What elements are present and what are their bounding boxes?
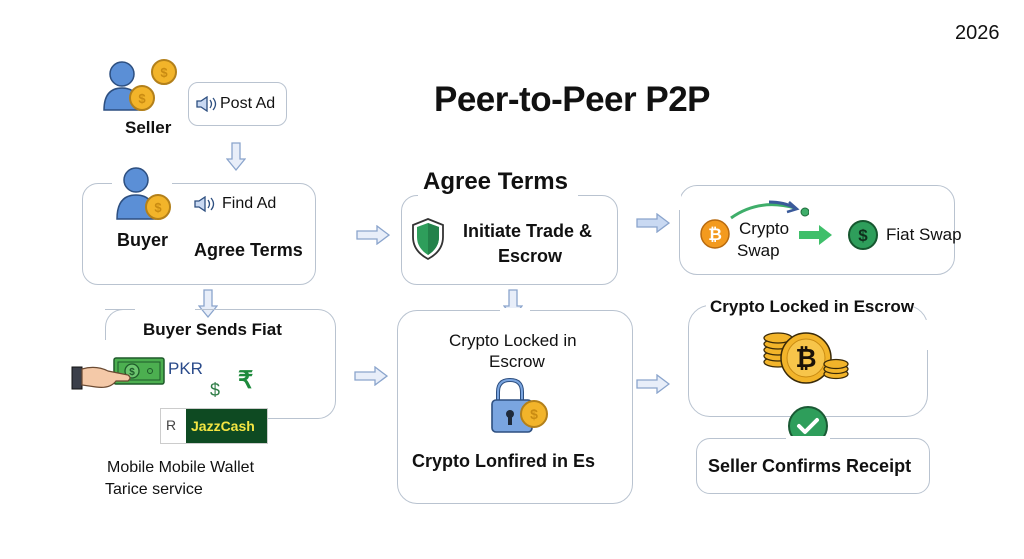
bitcoin-icon: ₿: [700, 219, 730, 249]
crypto-swap-line2: Swap: [737, 241, 780, 260]
jazzcash-logo: R JazzCash: [160, 408, 268, 444]
arrow-right-icon: [354, 366, 388, 386]
seller-confirms-label: Seller Confirms Receipt: [708, 456, 912, 476]
dollar-coin-icon: $: [848, 220, 878, 250]
lock-coin-icon: $: [491, 378, 548, 433]
wallet-caption-1: Mobile Mobile Wallet: [107, 459, 255, 476]
jazzcash-label: JazzCash: [191, 418, 255, 434]
agree-terms-label: Agree Terms: [194, 240, 303, 260]
initiate-trade-line2: Escrow: [498, 246, 563, 266]
svg-text:$: $: [160, 65, 168, 80]
post-ad-label: Post Ad: [220, 95, 276, 112]
svg-text:₿: ₿: [795, 344, 816, 374]
dollar-symbol: $: [210, 380, 221, 400]
svg-text:$: $: [129, 367, 135, 378]
seller-label: Seller: [125, 118, 172, 137]
svg-text:₿: ₿: [708, 225, 722, 245]
arrow-right-icon: [356, 225, 390, 245]
escrow-heading: Crypto Locked in Escrow: [710, 297, 915, 316]
fiat-swap-label: Fiat Swap: [886, 225, 962, 244]
page-title: Peer-to-Peer P2P: [434, 80, 711, 119]
svg-text:$: $: [154, 200, 162, 215]
year-label: 2026: [955, 22, 1000, 44]
arrow-right-icon: [636, 213, 670, 233]
svg-text:$: $: [858, 226, 868, 245]
megaphone-icon: [194, 196, 215, 213]
arrow-down-icon: [226, 142, 246, 172]
crypto-locked-line1: Crypto Locked in: [449, 331, 577, 350]
arrow-down-icon: [198, 289, 218, 319]
green-arrow-icon: [799, 225, 832, 245]
shield-icon: [412, 218, 444, 261]
rupee-symbol: ₹: [238, 367, 254, 394]
curved-arrow-icon: [730, 200, 809, 220]
wallet-caption-2: Tarice service: [105, 481, 203, 498]
arrow-right-icon: [636, 374, 670, 394]
pkr-label: PKR: [168, 359, 203, 378]
crypto-swap-line1: Crypto: [739, 219, 790, 238]
megaphone-icon: [196, 96, 217, 112]
svg-text:$: $: [530, 406, 538, 422]
initiate-trade-line1: Initiate Trade &: [463, 221, 593, 241]
buyer-icon: $: [116, 167, 171, 220]
find-ad-label[interactable]: Find Ad: [222, 195, 277, 212]
svg-text:$: $: [138, 91, 146, 106]
buyer-label: Buyer: [117, 230, 169, 250]
crypto-locked-line2: Escrow: [489, 352, 545, 371]
seller-icon: $ $: [103, 59, 177, 111]
buyer-step-box: [82, 183, 316, 285]
agree-terms-heading: Agree Terms: [423, 168, 568, 195]
bitcoin-stack-icon: ₿: [763, 332, 849, 384]
hand-cash-icon: $: [71, 357, 165, 390]
fiat-heading: Buyer Sends Fiat: [143, 320, 282, 339]
crypto-lonfired-label: Crypto Lonfired in Es: [412, 451, 596, 471]
post-ad-step[interactable]: Post Ad: [188, 82, 287, 126]
